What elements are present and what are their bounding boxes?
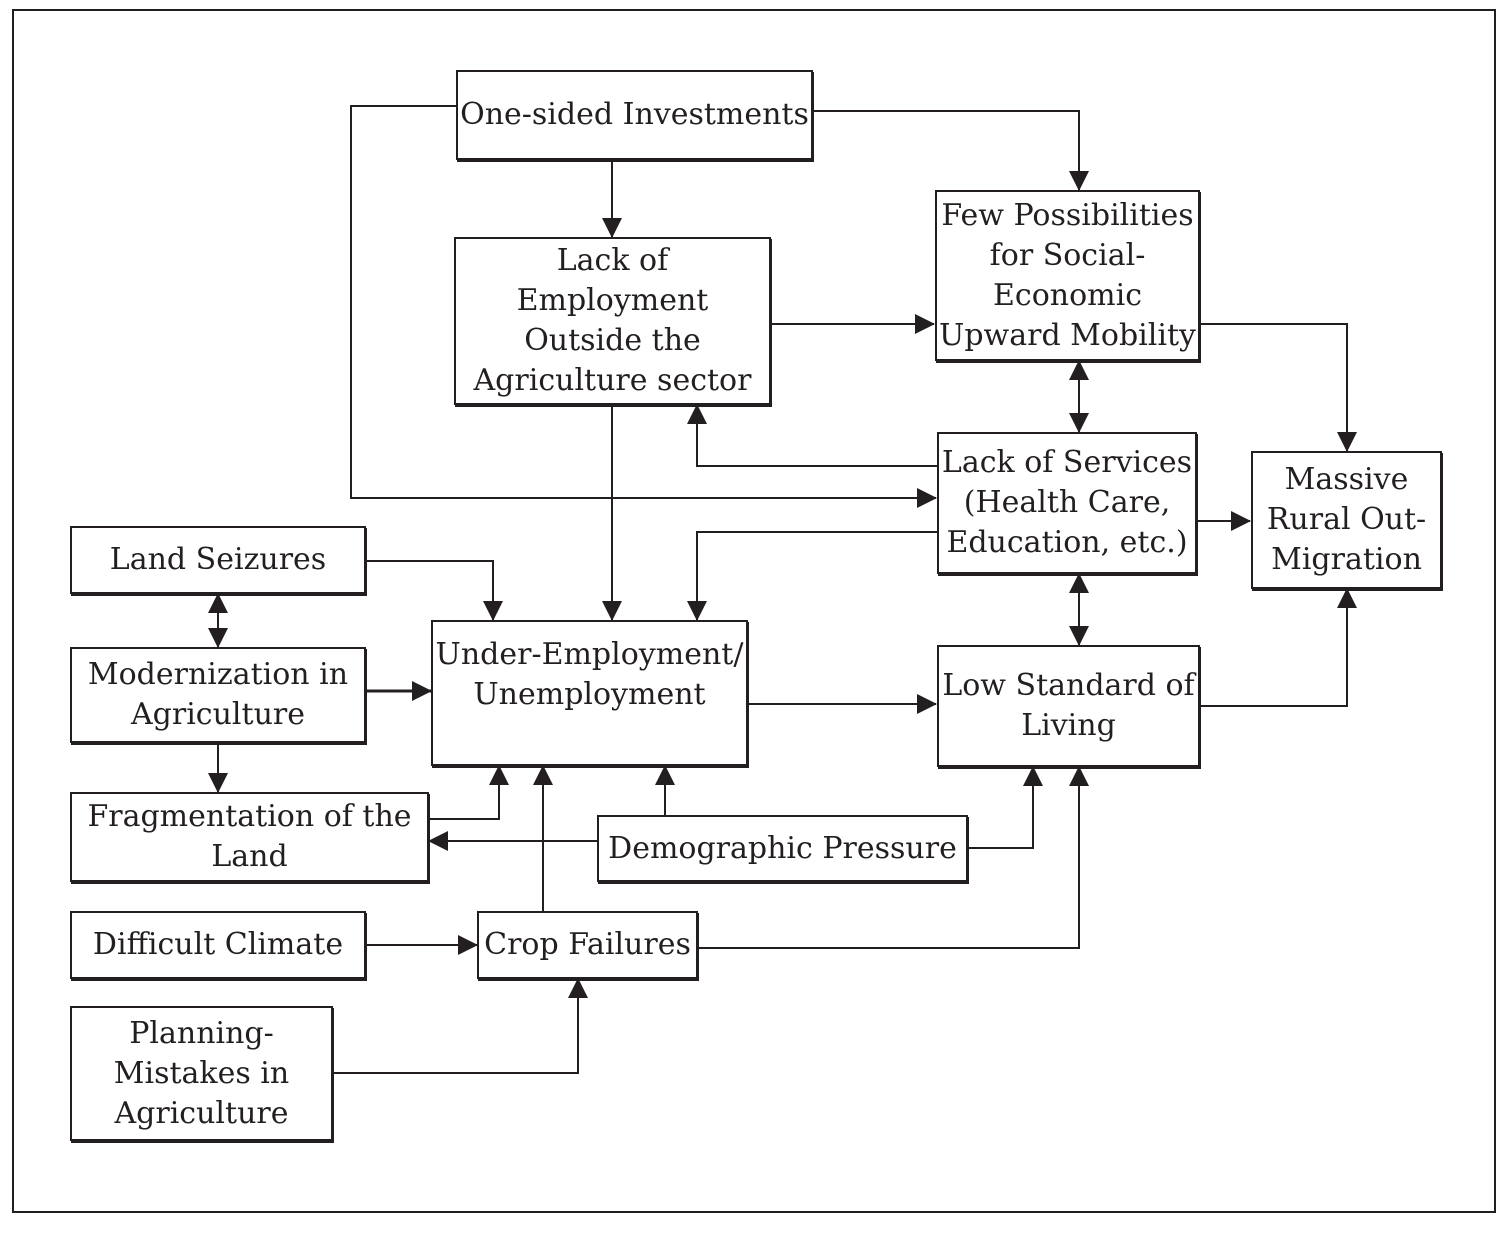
edge-lack-of-services-to-under-employment — [687, 531, 937, 621]
node-label: Land Seizures — [109, 542, 327, 577]
node-land-seizures: Land Seizures — [70, 526, 366, 594]
node-label: Fragmentation of the Land — [87, 799, 412, 874]
node-crop-failures: Crop Failures — [477, 911, 698, 979]
node-label: Few Possibilities for Social- Economic U… — [939, 197, 1196, 353]
node-label: Crop Failures — [484, 927, 691, 962]
node-modernization: Modernization in Agriculture — [70, 647, 366, 743]
edge-investments-to-lack-of-services — [350, 105, 937, 508]
edge-low-standard-to-migration — [1200, 588, 1357, 707]
edge-demographic-to-low-standard — [968, 766, 1043, 849]
node-label: Planning- Mistakes in Agriculture — [113, 1015, 290, 1131]
node-label: Lack of Employment Outside the Agricultu… — [473, 243, 752, 398]
node-label: Modernization in Agriculture — [87, 657, 349, 732]
node-demographic-pressure: Demographic Pressure — [597, 815, 968, 882]
edge-fragmentation-to-under-employment — [429, 765, 509, 820]
node-label: Lack of Services (Health Care, Education… — [941, 445, 1193, 560]
edge-lack-of-services-to-lack-of-employment — [687, 404, 937, 467]
node-low-standard: Low Standard of Living — [937, 645, 1200, 767]
node-label: Low Standard of Living — [942, 668, 1195, 743]
node-under-employment: Under-Employment/ Unemployment — [431, 620, 748, 766]
edge-land-seizures-to-under-employment — [366, 560, 503, 621]
node-label: Massive Rural Out- Migration — [1266, 462, 1427, 577]
node-label: One-sided Investments — [460, 97, 809, 132]
node-lack-of-employment: Lack of Employment Outside the Agricultu… — [454, 237, 771, 405]
node-few-possibilities: Few Possibilities for Social- Economic U… — [935, 190, 1200, 361]
node-one-sided-investments: One-sided Investments — [456, 70, 813, 160]
node-label: Demographic Pressure — [608, 830, 957, 866]
edge-few-possibilities-to-migration — [1200, 323, 1357, 452]
node-massive-migration: Massive Rural Out- Migration — [1251, 451, 1442, 589]
edge-planning-to-crop-failures — [333, 978, 588, 1074]
node-difficult-climate: Difficult Climate — [70, 911, 366, 979]
node-lack-of-services: Lack of Services (Health Care, Education… — [937, 432, 1197, 574]
node-label: Difficult Climate — [92, 927, 344, 962]
edge-investments-to-few-possibilities — [813, 110, 1089, 191]
node-planning-mistakes: Planning- Mistakes in Agriculture — [70, 1006, 333, 1141]
node-fragmentation: Fragmentation of the Land — [70, 792, 429, 882]
edge-crop-failures-to-low-standard — [698, 766, 1089, 949]
node-label: Under-Employment/ Unemployment — [435, 637, 744, 712]
